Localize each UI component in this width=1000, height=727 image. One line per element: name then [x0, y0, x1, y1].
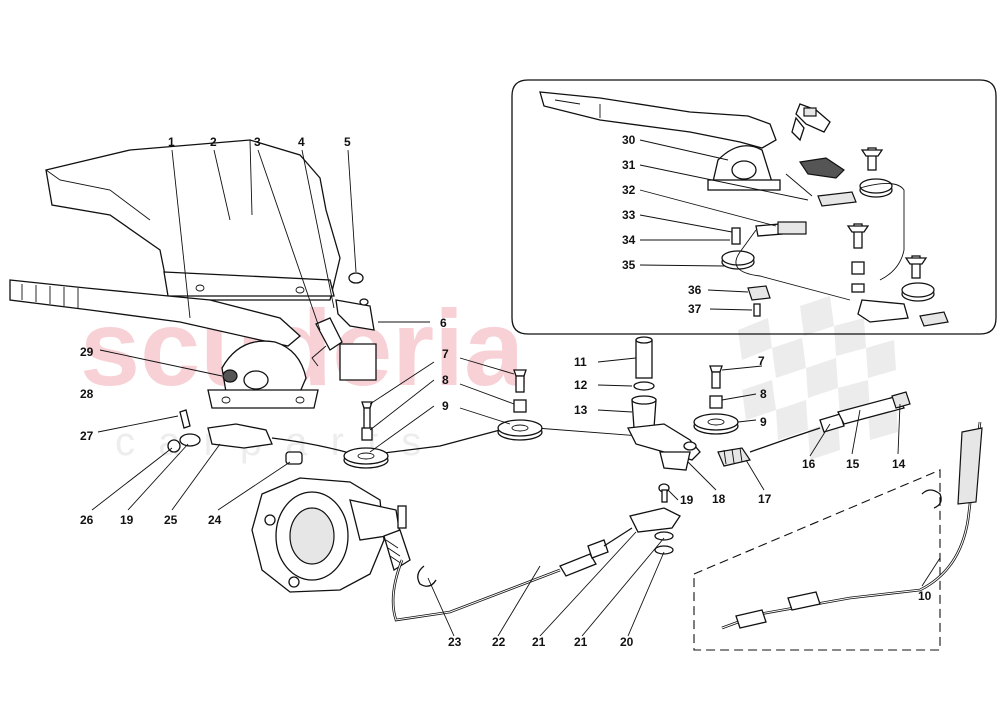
callout-14: 14: [892, 457, 906, 471]
callout-10: 10: [918, 589, 932, 603]
handbrake-cover: [45, 139, 341, 301]
callout-25: 25: [164, 513, 178, 527]
callout-36: 36: [688, 283, 702, 297]
callout-3: 3: [254, 135, 261, 149]
callout-19-left: 19: [120, 513, 134, 527]
callout-32: 32: [622, 183, 636, 197]
front-cable: [167, 409, 641, 465]
callout-33: 33: [622, 208, 636, 222]
callout-labels: 1 2 3 4 5 6 7 8 9 10 11 12 13 14 15 16 1…: [80, 133, 932, 649]
callout-5: 5: [344, 135, 351, 149]
callout-26: 26: [80, 513, 94, 527]
callout-18: 18: [712, 492, 726, 506]
callout-21-left: 21: [532, 635, 546, 649]
callout-16: 16: [802, 457, 816, 471]
callout-17: 17: [758, 492, 772, 506]
rear-cable: [391, 483, 681, 622]
callout-12: 12: [574, 378, 588, 392]
callout-28: 28: [80, 387, 94, 401]
handbrake-lever: [9, 279, 319, 409]
callout-20: 20: [620, 635, 634, 649]
callout-22: 22: [492, 635, 506, 649]
callout-9-right: 9: [760, 415, 767, 429]
callout-29: 29: [80, 345, 94, 359]
callout-21: 21: [574, 635, 588, 649]
callout-31: 31: [622, 158, 636, 172]
callout-7-right: 7: [758, 354, 765, 368]
callout-7: 7: [442, 347, 449, 361]
callout-8-right: 8: [760, 387, 767, 401]
inset-lever: [539, 91, 781, 191]
right-pulley-group: [693, 365, 739, 435]
central-mount: [627, 336, 701, 471]
callout-27: 27: [80, 429, 94, 443]
inset-switch: [791, 103, 831, 142]
callout-8: 8: [442, 373, 449, 387]
callout-15: 15: [846, 457, 860, 471]
callout-13: 13: [574, 403, 588, 417]
callout-6: 6: [440, 316, 447, 330]
callout-37: 37: [688, 302, 702, 316]
callout-2: 2: [210, 135, 217, 149]
rear-cable-adjuster: [717, 391, 911, 467]
callout-23: 23: [448, 635, 462, 649]
callout-9: 9: [442, 399, 449, 413]
callout-24: 24: [208, 513, 222, 527]
inset-box: [511, 79, 997, 335]
callout-30: 30: [622, 133, 636, 147]
leader-lines: [91, 139, 941, 637]
callout-11: 11: [574, 355, 587, 369]
callout-19: 19: [680, 493, 694, 507]
brake-caliper: [251, 477, 411, 593]
callout-4: 4: [298, 135, 305, 149]
callout-1: 1: [168, 135, 175, 149]
switch-assembly: [311, 272, 377, 381]
alternate-cable: [693, 421, 983, 651]
callout-34: 34: [622, 233, 636, 247]
callout-35: 35: [622, 258, 636, 272]
